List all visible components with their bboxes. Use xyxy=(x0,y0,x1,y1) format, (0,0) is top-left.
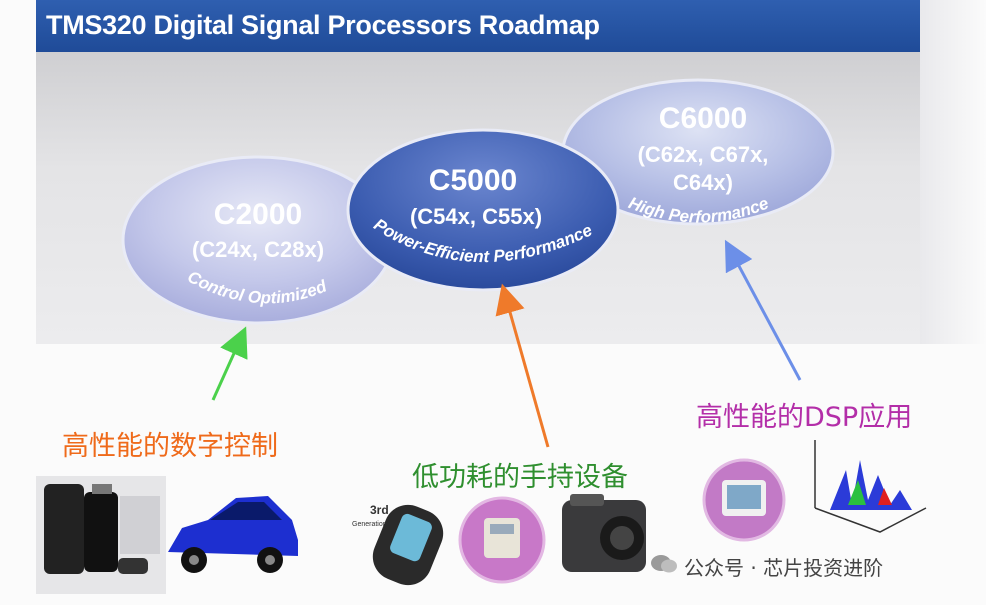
handheld-badge-line2: Generation xyxy=(352,521,387,528)
watermark-text: 公众号 · 芯片投资进阶 xyxy=(684,556,884,580)
camera-image xyxy=(562,494,646,572)
spectrum-plot-image xyxy=(814,440,927,533)
c6000-variants-line2: C64x) xyxy=(673,170,733,195)
c6000-name: C6000 xyxy=(659,102,747,135)
handheld-badge-line1: 3rd xyxy=(370,503,389,517)
handheld-image: 3rd Generation xyxy=(352,503,444,586)
car-image xyxy=(168,496,298,573)
c2000-arrow xyxy=(211,326,248,401)
motors-image xyxy=(36,476,166,594)
c2000-family: C2000 (C24x, C28x) Control Optimized xyxy=(121,155,395,325)
app-label-digital-control: 高性能的数字控制 xyxy=(62,431,278,462)
c2000-variants: (C24x, C28x) xyxy=(192,237,324,262)
app-label-handheld: 低功耗的手持设备 xyxy=(412,462,628,493)
c5000-family: C5000 (C54x, C55x) Power-Efficient Perfo… xyxy=(346,128,620,292)
c6000-arrow xyxy=(724,239,802,381)
page-title: TMS320 Digital Signal Processors Roadmap xyxy=(46,10,600,40)
c5000-arrow xyxy=(495,283,550,448)
phone-device-image xyxy=(458,496,546,584)
title-bar: TMS320 Digital Signal Processors Roadmap xyxy=(36,0,920,52)
c2000-name: C2000 xyxy=(214,198,302,231)
c5000-variants: (C54x, C55x) xyxy=(410,204,542,229)
videophone-image xyxy=(702,458,786,542)
panel-edge-fade xyxy=(920,0,986,344)
c6000-variants-line1: (C62x, C67x, xyxy=(638,142,769,167)
wechat-icon xyxy=(651,555,677,573)
app-label-dsp: 高性能的DSP应用 xyxy=(696,402,913,433)
c5000-name: C5000 xyxy=(429,164,517,197)
c6000-family: C6000 (C62x, C67x, C64x) High Performanc… xyxy=(561,78,835,227)
